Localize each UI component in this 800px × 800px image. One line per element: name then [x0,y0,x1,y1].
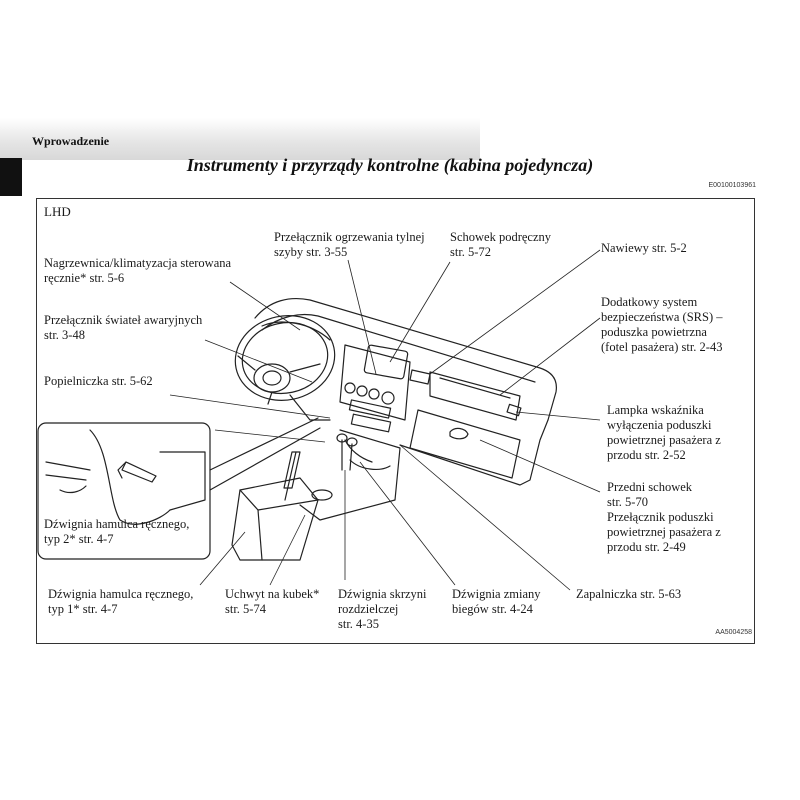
label-line: typ 2* str. 4-7 [44,532,114,546]
label-gear-lever: Dźwignia zmiany biegów str. 4-24 [452,587,541,617]
label-park-brake-type2: Dźwignia hamulca ręcznego, typ 2* str. 4… [44,517,189,547]
label-line: str. 4-35 [338,617,379,631]
leader-lines [169,249,601,591]
header-band [0,118,480,160]
cup-holder-console [231,477,319,561]
label-line: Dodatkowy system [601,295,698,309]
label-line: str. 5-70 [607,495,648,509]
label-line: powietrznej pasażera z [607,433,721,447]
label-line: szyby str. 3-55 [274,245,348,259]
label-rear-defog: Przełącznik ogrzewania tylnej szyby str.… [274,230,425,260]
label-line: Dźwignia skrzyni [338,587,427,601]
label-line: rozdzielczej [338,602,399,616]
glovebox-outline [409,409,521,479]
label-line: Dźwignia hamulca ręcznego, [48,587,194,601]
label-line: bezpieczeństwa (SRS) – [601,310,723,324]
label-line: (fotel pasażera) str. 2-43 [601,340,723,354]
center-stack [339,344,411,421]
label-line: przodu str. 2-52 [607,448,686,462]
label-park-brake-type1: Dźwignia hamulca ręcznego, typ 1* str. 4… [48,587,193,617]
airbag-cover [429,371,521,421]
label-cup-holder: Uchwyt na kubek* str. 5-74 [225,587,319,617]
label-srs-airbag: Dodatkowy system bezpieczeństwa (SRS) – … [601,295,723,355]
label-line: ręcznie* str. 5-6 [44,271,125,285]
label-line: Zapalniczka str. 5-63 [576,587,682,601]
label-line: Schowek podręczny [450,230,552,244]
label-transfer-lever: Dźwignia skrzyni rozdzielczej str. 4-35 [338,587,427,632]
label-line: Nawiewy str. 5-2 [601,241,687,255]
label-line: Dźwignia hamulca ręcznego, [44,517,190,531]
label-line: biegów str. 4-24 [452,602,533,616]
section-label: Wprowadzenie [32,134,110,148]
label-line: str. 5-72 [450,245,491,259]
label-hazard-switch: Przełącznik świateł awaryjnych str. 3-48 [44,313,202,343]
label-heater-controls: Nagrzewnica/klimatyzacja sterowana ręczn… [44,256,231,286]
label-lighter: Zapalniczka str. 5-63 [576,587,681,602]
label-line: przodu str. 2-49 [607,540,686,554]
label-line: Lampka wskaźnika [607,403,704,417]
label-line: str. 5-74 [225,602,266,616]
dashboard-top-edge [254,297,557,421]
figure-code: AA5004258 [715,629,752,636]
label-upper-glovebox: Schowek podręczny str. 5-72 [450,230,551,260]
section-tab-marker [0,158,22,196]
label-airbag-off-lamp: Lampka wskaźnika wyłączenia poduszki pow… [607,403,721,463]
label-line: poduszka powietrzna [601,325,707,339]
variant-label: LHD [44,204,71,219]
label-line: Nagrzewnica/klimatyzacja sterowana [44,256,232,270]
label-line: Dźwignia zmiany [452,587,541,601]
page-title: Instrumenty i przyrządy kontrolne (kabin… [186,155,594,175]
label-line: str. 3-48 [44,328,85,342]
label-line: powietrznej pasażera z [607,525,721,539]
label-line: Uchwyt na kubek* [225,587,320,601]
label-line: typ 1* str. 4-7 [48,602,118,616]
figure-frame [36,198,755,644]
label-line: Przełącznik świateł awaryjnych [44,313,203,327]
label-vents: Nawiewy str. 5-2 [601,241,687,256]
label-line: Przełącznik ogrzewania tylnej [274,230,425,244]
document-code: E00100103961 [708,182,757,189]
handbrake-lever [284,451,297,501]
inset-box [37,422,211,560]
label-front-glovebox: Przedni schowek str. 5-70 Przełącznik po… [607,480,721,555]
label-ashtray: Popielniczka str. 5-62 [44,374,153,389]
label-line: Przedni schowek [607,480,693,494]
label-line: wyłączenia poduszki [607,418,712,432]
label-line: Przełącznik poduszki [607,510,714,524]
label-line: Popielniczka str. 5-62 [44,374,153,388]
inset-handbrake [121,461,157,483]
